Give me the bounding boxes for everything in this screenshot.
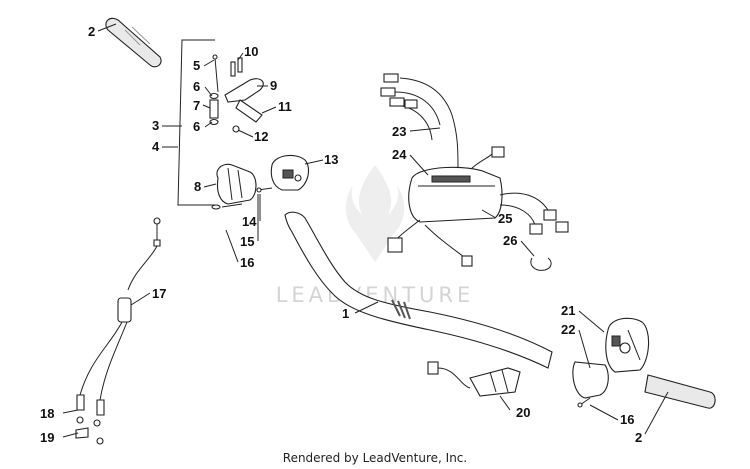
- callout-22: 22: [561, 322, 575, 337]
- callout-26: 26: [503, 233, 517, 248]
- callout-12: 12: [254, 129, 268, 144]
- callout-25: 25: [498, 211, 512, 226]
- callout-4: 4: [152, 139, 160, 154]
- left-switch-housing: [270, 154, 310, 191]
- callout-9: 9: [270, 78, 277, 93]
- clip: [530, 257, 552, 271]
- callout-8: 8: [194, 179, 201, 194]
- throttle-lever-parts: [209, 54, 264, 133]
- callout-3: 3: [152, 118, 159, 133]
- callout-16-right: 16: [620, 412, 634, 427]
- callout-19: 19: [40, 430, 54, 445]
- leader-lines: [62, 23, 669, 438]
- right-grip: [644, 374, 716, 409]
- throttle-housing: [211, 163, 257, 210]
- callout-5: 5: [193, 58, 200, 73]
- callout-13: 13: [324, 152, 338, 167]
- switch-bracket: [572, 361, 609, 408]
- handlebar: [284, 211, 553, 369]
- callout-2-left: 2: [88, 24, 95, 39]
- callout-14: 14: [242, 214, 257, 229]
- callout-11: 11: [278, 99, 292, 114]
- footer-credit: Rendered by LeadVenture, Inc.: [282, 451, 468, 465]
- callout-6-upper: 6: [193, 79, 200, 94]
- callout-15: 15: [240, 234, 254, 249]
- callout-20: 20: [516, 405, 530, 420]
- callout-17: 17: [152, 286, 166, 301]
- callout-18: 18: [40, 406, 54, 421]
- right-switch-housing: [605, 317, 650, 373]
- callout-24: 24: [392, 147, 407, 162]
- callout-6-lower: 6: [193, 119, 200, 134]
- callout-10: 10: [244, 44, 258, 59]
- wiring-harness: [380, 73, 569, 267]
- callout-23: 23: [392, 124, 406, 139]
- kill-switch-wire: [427, 361, 521, 397]
- left-grip: [105, 17, 162, 68]
- callout-1: 1: [342, 306, 349, 321]
- watermark-flame-icon: [345, 165, 405, 262]
- throttle-cable: [75, 217, 161, 445]
- callout-21: 21: [561, 303, 575, 318]
- throttle-assembly-frame: [177, 39, 215, 206]
- callout-2-right: 2: [635, 430, 642, 445]
- callout-7: 7: [193, 98, 200, 113]
- screws: [221, 187, 273, 208]
- callout-16-left: 16: [240, 255, 254, 270]
- callout-labels: 1 2 2 3 4 5 6 6 7 8 9 10 11 12 13 14 15 …: [40, 24, 642, 445]
